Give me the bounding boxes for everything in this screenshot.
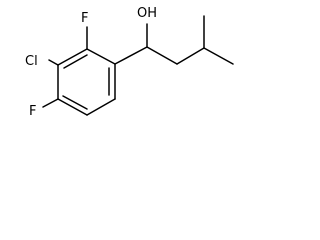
- atom-label-cl: Cl: [25, 54, 38, 69]
- bond-c3-cl: [48, 59, 59, 66]
- bond-ch-methyl-right: [203, 47, 234, 65]
- ring-bond-c2-c3: [57, 48, 88, 66]
- bond-c4-f: [42, 98, 59, 108]
- ring-bond-c5-c6: [86, 98, 116, 116]
- atom-label-f-top: F: [81, 11, 88, 26]
- bond-ch2-ch: [176, 47, 205, 65]
- atom-label-f-bottom: F: [29, 104, 36, 119]
- chemical-structure-diagram: F Cl F OH: [25, 6, 234, 119]
- bond-ring-to-carbinol: [114, 46, 148, 65]
- bond-carbinol-ch2: [146, 46, 178, 65]
- ring-double-bond-c4-c5: [62, 95, 88, 110]
- ring-bond-c1-c2: [86, 48, 116, 65]
- benzene-ring: [57, 48, 116, 116]
- ring-bond-c4-c5: [57, 98, 88, 116]
- ring-double-bond-c2-c3: [63, 54, 88, 69]
- atom-label-oh: OH: [137, 6, 157, 21]
